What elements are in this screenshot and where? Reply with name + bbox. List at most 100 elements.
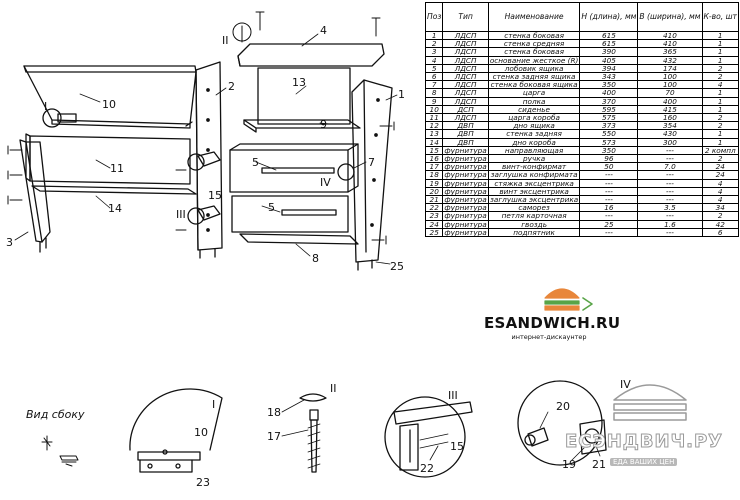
cell-type: ЛДСП (442, 39, 489, 49)
cell-name: ручка (487, 154, 581, 164)
header-type: Тип (442, 2, 489, 32)
cell-type: фурнитура (442, 170, 489, 180)
burger-logo-icon (544, 288, 593, 311)
cell-pos: 21 (424, 195, 444, 205)
cell-type: фурнитура (442, 195, 489, 205)
cell-quantity: 1 (701, 137, 740, 147)
cell-pos: 2 (424, 39, 444, 49)
view-marker-III: III (176, 208, 186, 221)
cell-length: 25 (579, 219, 639, 229)
header-pos: Поз (424, 2, 444, 32)
cell-quantity: 1 (701, 39, 740, 49)
cell-width: 300 (637, 137, 703, 147)
label-part-5-upper: 5 (252, 156, 259, 169)
cell-pos: 12 (424, 121, 444, 131)
cell-quantity: 2 (701, 154, 740, 164)
label-part-3: 3 (6, 236, 13, 249)
cell-pos: 13 (424, 129, 444, 139)
cell-width: 100 (637, 80, 703, 90)
view-marker-IV: IV (320, 176, 331, 189)
brand-logo: ESANDWICH.RU интернет-дискаунтер (484, 284, 620, 341)
cell-width: --- (637, 195, 703, 205)
cell-width: --- (637, 145, 703, 156)
cell-pos: 1 (424, 30, 444, 41)
cell-length: 394 (579, 63, 639, 74)
cell-quantity: 1 (701, 30, 740, 41)
cell-quantity: 2 (701, 113, 740, 123)
cell-type: ЛДСП (442, 80, 489, 90)
view-marker-I: I (44, 100, 47, 113)
cell-length: 350 (579, 80, 639, 90)
cell-length: 370 (579, 96, 639, 106)
cell-name: стяжка эксцентрика (487, 178, 581, 188)
cell-length: 16 (579, 203, 639, 213)
cell-width: 400 (637, 96, 703, 106)
cell-name: гвоздь (487, 219, 581, 229)
label-part-2: 2 (228, 80, 235, 93)
cell-type: фурнитура (442, 154, 489, 164)
cell-width: --- (637, 154, 703, 164)
cell-name: сиденье (487, 104, 581, 115)
cell-length: 50 (579, 162, 639, 172)
cell-pos: 8 (424, 88, 444, 98)
cell-quantity: 1 (701, 129, 740, 139)
header-length: Н (длина), мм (579, 2, 639, 32)
label-part-7: 7 (368, 156, 375, 169)
cell-name: лобовик ящика (487, 63, 581, 74)
cell-type: ЛДСП (442, 47, 489, 57)
cell-type: ЛДСП (442, 96, 489, 106)
header-quantity: К-во, шт (701, 2, 740, 32)
cell-type: ЛДСП (442, 113, 489, 123)
cell-pos: 11 (424, 113, 444, 123)
detail-label-21: 21 (592, 458, 606, 471)
cell-quantity: 24 (701, 162, 740, 172)
cell-quantity: 4 (701, 178, 740, 188)
cell-pos: 14 (424, 137, 444, 147)
label-part-5-lower: 5 (268, 201, 275, 214)
cell-pos: 18 (424, 170, 444, 180)
cell-quantity: 2 (701, 211, 740, 221)
cell-name: царга (487, 88, 581, 98)
detail-slide (384, 396, 473, 478)
cell-width: 70 (637, 88, 703, 98)
cell-name: заглушка эксцентрика (487, 195, 581, 205)
cell-type: ДВП (442, 137, 489, 147)
cell-width: --- (637, 186, 703, 197)
cell-length: --- (579, 178, 639, 188)
cell-length: --- (579, 211, 639, 221)
cell-type: фурнитура (442, 162, 489, 172)
cell-length: 405 (579, 55, 639, 65)
logo-icon-space (484, 284, 614, 312)
cell-type: фурнитура (442, 178, 489, 188)
cell-pos: 16 (424, 154, 444, 164)
watermark-subtext: ЕДА ВАШИХ ЦЕН (610, 458, 678, 466)
cell-length: 390 (579, 47, 639, 57)
cell-type: ДВП (442, 129, 489, 139)
cell-length: 400 (579, 88, 639, 98)
cell-length: 373 (579, 121, 639, 131)
cell-pos: 22 (424, 203, 444, 213)
cell-length: 96 (579, 154, 639, 164)
header-width: В (ширина), мм (637, 2, 703, 32)
cell-quantity: 2 (701, 121, 740, 131)
cell-type: фурнитура (442, 203, 489, 213)
cell-width: 7.0 (637, 162, 703, 172)
cell-type: ЛДСП (442, 30, 489, 41)
cell-width: 415 (637, 104, 703, 115)
cell-quantity: 4 (701, 195, 740, 205)
detail-confirmat (281, 393, 327, 473)
table-header-row: Поз Тип Наименование Н (длина), мм В (ши… (424, 2, 740, 32)
cell-width: --- (637, 170, 703, 180)
